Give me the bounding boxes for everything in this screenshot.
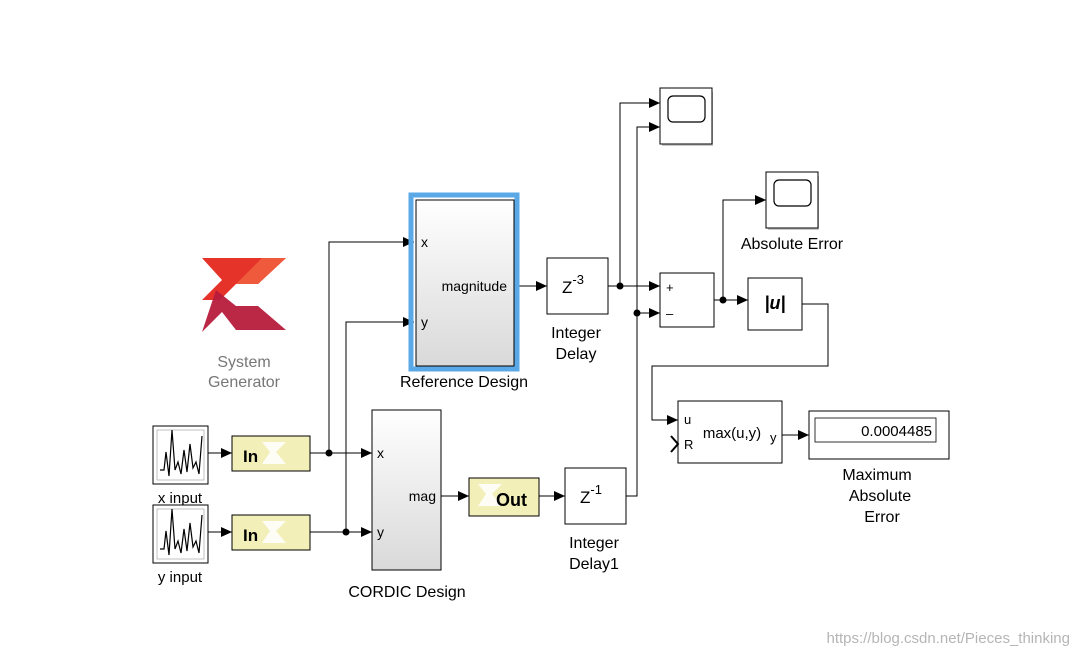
signal-waveform-icon (160, 429, 203, 477)
reference-design-label: Reference Design (400, 374, 528, 391)
logo-line1: System (217, 354, 270, 371)
ref-port-y: y (421, 314, 428, 330)
cordic-port-mag: mag (409, 488, 436, 504)
gateway-out[interactable]: Out (468, 477, 540, 517)
sum-plus-sign: + (666, 280, 674, 295)
sum-minus-sign: – (666, 306, 674, 321)
display-block[interactable]: 0.0004485 Maximum Absolute Error (808, 410, 950, 526)
minmax-port-u: u (684, 412, 691, 427)
sum-block[interactable]: + – (659, 272, 715, 328)
cordic-port-y: y (377, 524, 384, 540)
absolute-error-label: Absolute Error (741, 236, 844, 253)
abs-block[interactable]: |u| (747, 277, 803, 331)
absolute-error-scope[interactable]: Absolute Error (741, 171, 844, 253)
delay1-label-line2: Delay1 (569, 556, 619, 573)
cordic-design-label: CORDIC Design (348, 584, 465, 601)
gateway-in-x-label: In (243, 447, 258, 466)
logo-line2: Generator (208, 374, 281, 391)
svg-text:Z-3: Z-3 (562, 272, 584, 297)
scope-block[interactable] (659, 87, 713, 146)
ref-port-x: x (421, 234, 428, 250)
gateway-out-label: Out (496, 490, 527, 510)
x-input-block[interactable]: x input (152, 425, 209, 507)
scope-screen-icon (667, 95, 706, 123)
display-label-line3: Error (864, 509, 900, 526)
display-label-line1: Maximum (842, 467, 911, 484)
minmax-port-r: R (684, 437, 693, 452)
delay3-label-line1: Integer (551, 325, 601, 342)
gateway-in-y[interactable]: In (231, 514, 311, 551)
minmax-block[interactable]: u R max(u,y) y (670, 400, 783, 464)
integer-delay-block[interactable]: Z-3 Integer Delay (546, 257, 609, 363)
delay1-exponent: -1 (590, 482, 602, 497)
signal-lines (208, 98, 829, 537)
minmax-port-y: y (770, 430, 777, 445)
delay3-exponent: -3 (572, 272, 584, 287)
abs-function-text: |u| (764, 293, 785, 313)
integer-delay1-block[interactable]: Z-1 Integer Delay1 (564, 467, 627, 573)
line-delay1-sum-minus[interactable] (626, 308, 660, 497)
watermark-text: https://blog.csdn.net/Pieces_thinking (827, 630, 1071, 647)
cordic-design-block[interactable]: x y mag CORDIC Design (348, 409, 466, 601)
display-label-line2: Absolute (849, 488, 911, 505)
cordic-port-x: x (377, 445, 384, 461)
scope-screen-icon (773, 179, 812, 207)
svg-text:Z-1: Z-1 (580, 482, 602, 507)
delay3-label-line2: Delay (556, 346, 597, 363)
delay1-z: Z (580, 488, 590, 507)
selection-highlight (408, 192, 520, 372)
delay1-label-line1: Integer (569, 535, 619, 552)
delay3-z: Z (562, 278, 572, 297)
line-inx-ref-x[interactable] (328, 237, 414, 453)
xilinx-logo-icon-lower (202, 290, 286, 332)
line-sum-abs-scope[interactable] (722, 195, 766, 300)
xilinx-gateway-icon (262, 442, 286, 464)
line-abs-minmax[interactable] (651, 303, 829, 425)
y-input-block[interactable]: y input (152, 504, 209, 586)
x-input-label: x input (158, 490, 203, 507)
display-value: 0.0004485 (861, 423, 932, 440)
reference-design-block[interactable]: x y magnitude Reference Design (400, 192, 528, 391)
minmax-function: max(u,y) (703, 425, 761, 442)
xilinx-gateway-icon (478, 484, 502, 506)
line-iny-ref-y[interactable] (345, 317, 414, 532)
signal-waveform-icon (160, 508, 203, 556)
ref-port-magnitude: magnitude (442, 278, 508, 294)
gateway-in-y-label: In (243, 526, 258, 545)
system-generator-logo[interactable]: System Generator (202, 258, 286, 391)
gateway-in-x[interactable]: In (231, 435, 311, 472)
line-delay3-scope[interactable] (619, 98, 660, 286)
reset-port-chevron-icon (670, 435, 680, 453)
y-input-label: y input (158, 569, 203, 586)
xilinx-gateway-icon (262, 521, 286, 543)
line-delay1-scope[interactable] (636, 122, 660, 313)
